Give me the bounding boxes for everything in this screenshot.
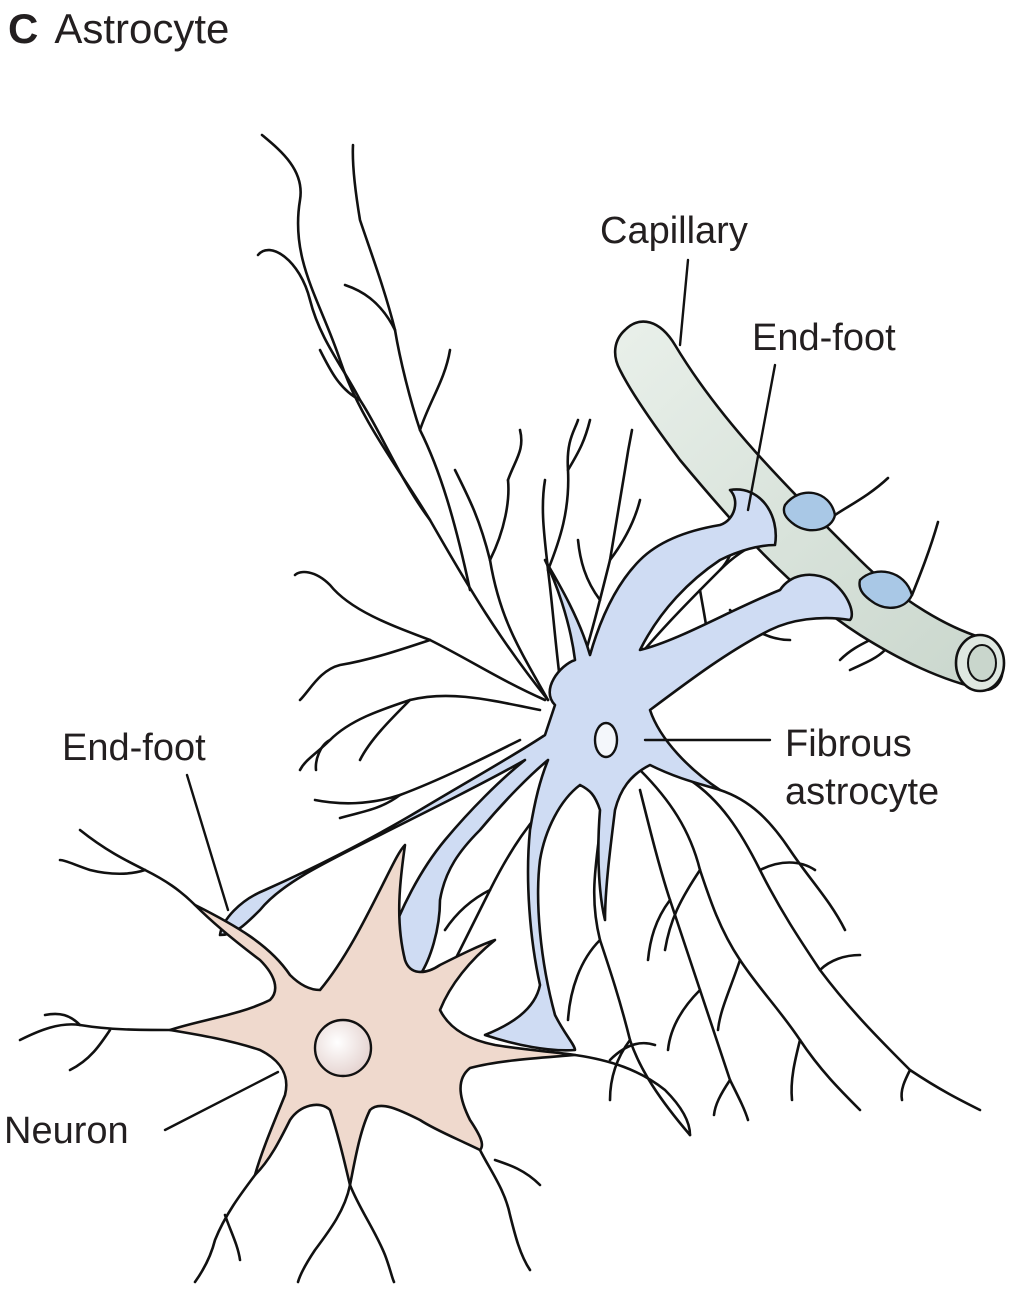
panel-letter: C	[8, 5, 39, 52]
fibrous-astrocyte-body	[218, 488, 854, 1052]
neuron-nucleus	[313, 1018, 373, 1078]
end-foot-left-label: End-foot	[62, 727, 206, 769]
neuron-leader	[163, 1070, 280, 1132]
capillary-leader	[678, 258, 690, 347]
end-foot-left-leader	[185, 773, 230, 912]
leader-lines	[163, 258, 777, 1132]
capillary-end-feet	[782, 476, 940, 609]
fibrous-label-line2: astrocyte	[785, 771, 939, 813]
capillary-vessel	[613, 320, 1006, 693]
astrocyte-nucleus	[593, 721, 619, 759]
end-foot-top-label: End-foot	[752, 317, 896, 359]
capillary-label: Capillary	[600, 210, 748, 252]
end-foot-top-leader	[746, 363, 777, 512]
neuron-label: Neuron	[4, 1110, 129, 1152]
fibrous-label-line1: Fibrous	[785, 723, 912, 765]
figure-title-text: Astrocyte	[54, 5, 230, 52]
figure-title: C Astrocyte	[8, 4, 229, 54]
neuron-cell	[168, 843, 577, 1187]
neuron-dendrites	[18, 828, 692, 1284]
